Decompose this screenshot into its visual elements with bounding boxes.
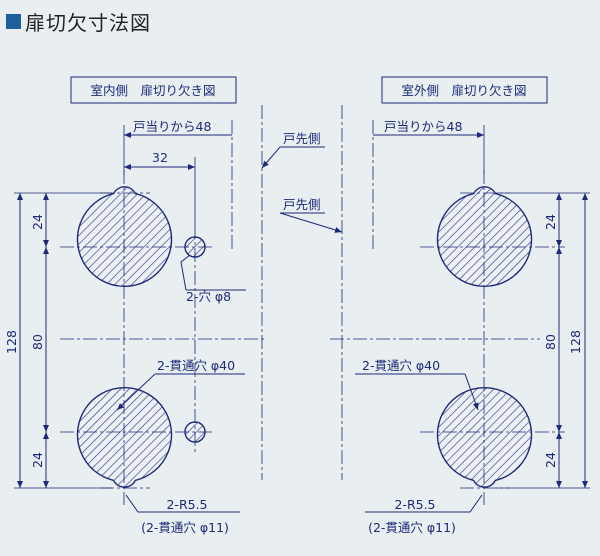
left-upper-bore xyxy=(76,186,173,288)
left-r-label: 2-R5.5 xyxy=(166,497,207,512)
left-r-sub-label: (2-貫通穴 φ11) xyxy=(141,520,229,535)
edge-label-1: 戸先側 xyxy=(283,131,321,146)
right-r-sub-label: (2-貫通穴 φ11) xyxy=(368,520,456,535)
right-lower-bore xyxy=(436,386,533,488)
right-view-label: 室外側 扉切り欠き図 xyxy=(401,83,526,98)
left-dim-24-bottom-label: 24 xyxy=(30,452,45,468)
right-dim-24-top-label: 24 xyxy=(543,214,558,230)
left-hole-label: 2-穴 φ8 xyxy=(186,289,231,304)
left-bore-label: 2-貫通穴 φ40 xyxy=(157,358,235,373)
right-r-label: 2-R5.5 xyxy=(394,497,435,512)
right-label-box xyxy=(381,76,548,104)
right-dim-48-label: 戸当りから48 xyxy=(384,119,462,134)
left-dim-24-top-label: 24 xyxy=(30,214,45,230)
right-dim-128-label: 128 xyxy=(568,330,583,354)
left-dim-32-label: 32 xyxy=(152,150,168,165)
left-label-box xyxy=(70,76,237,104)
edge-label-2: 戸先側 xyxy=(283,197,321,212)
right-bore-label: 2-貫通穴 φ40 xyxy=(362,358,440,373)
left-lower-bore xyxy=(76,386,173,488)
right-dim-80-label: 80 xyxy=(543,334,558,350)
title-bar: 扉切欠寸法図 xyxy=(6,4,151,38)
left-view-label: 室内側 扉切り欠き図 xyxy=(90,83,215,98)
right-dim-24-bottom-label: 24 xyxy=(543,452,558,468)
title-square-icon xyxy=(6,13,21,29)
left-dim-48-label: 戸当りから48 xyxy=(133,119,211,134)
right-upper-bore xyxy=(436,186,533,288)
left-dim-128-label: 128 xyxy=(4,330,19,354)
page-title: 扉切欠寸法図 xyxy=(25,10,151,35)
left-dim-80-label: 80 xyxy=(30,334,45,350)
